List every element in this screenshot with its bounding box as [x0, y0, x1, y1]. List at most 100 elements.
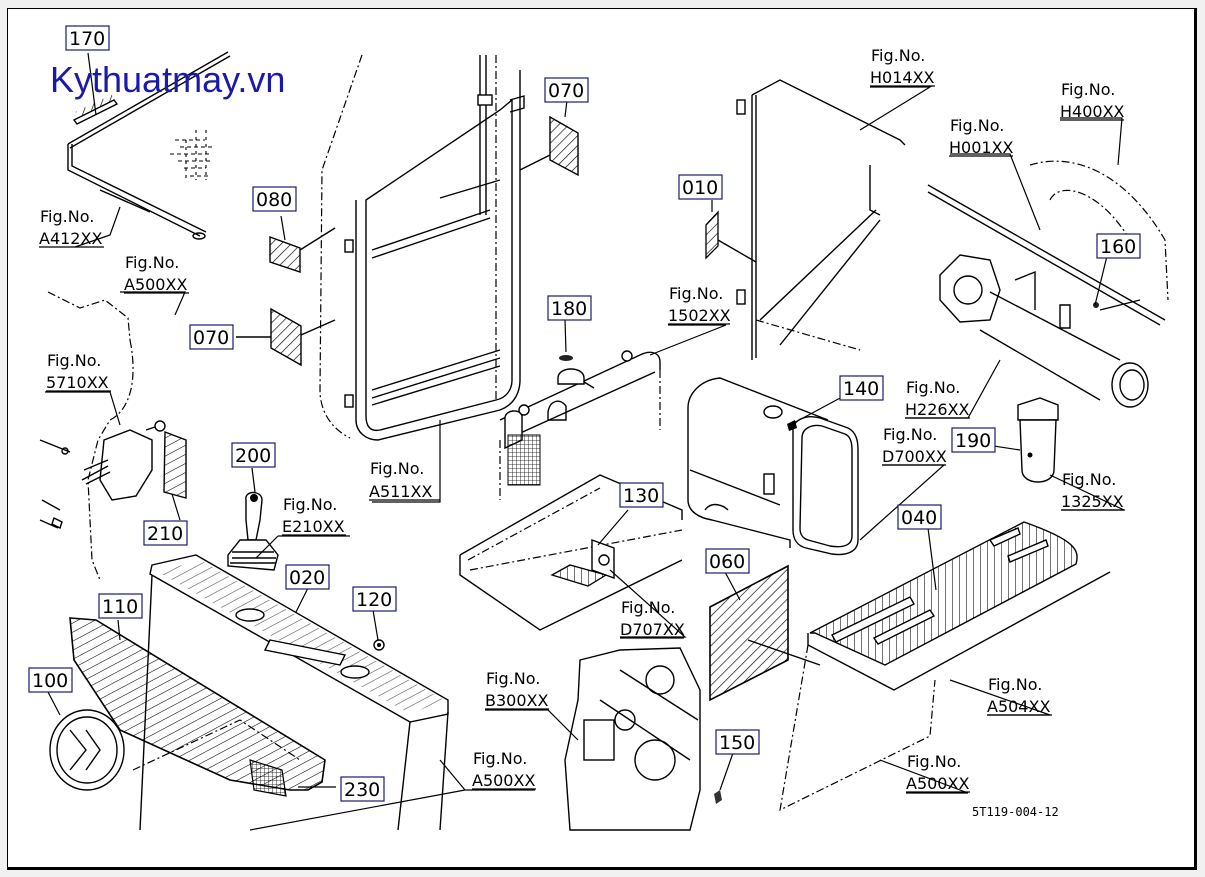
part-callout-190[interactable]: 190	[951, 427, 996, 453]
fig-code: A500XX	[472, 771, 535, 790]
part-code: 210	[147, 523, 183, 545]
part-code: 130	[623, 485, 659, 507]
fig-ref-A412XX[interactable]: Fig.No. A412XX	[39, 207, 102, 248]
part-code: 010	[682, 177, 718, 199]
part-callout-140[interactable]: 140	[839, 375, 884, 401]
fig-prefix: Fig.No.	[125, 253, 179, 272]
fig-code: 5710XX	[46, 373, 109, 392]
fig-ref-A500XX-mid[interactable]: Fig.No. A500XX	[472, 749, 535, 790]
part-callout-100[interactable]: 100	[28, 667, 73, 693]
part-code: 150	[719, 732, 755, 754]
fig-code: E210XX	[282, 517, 345, 536]
fig-prefix: Fig.No.	[669, 284, 723, 303]
fig-code: H001XX	[949, 138, 1014, 157]
fig-code: H014XX	[870, 68, 935, 87]
fig-code: D700XX	[882, 447, 947, 466]
radiator-drawing	[499, 350, 661, 500]
fig-ref-D707XX[interactable]: Fig.No. D707XX	[620, 598, 685, 639]
fig-ref-5710XX[interactable]: Fig.No. 5710XX	[46, 351, 109, 392]
fig-code: H226XX	[905, 400, 970, 419]
fig-code: B300XX	[485, 691, 548, 710]
part-callout-070-left[interactable]: 070	[189, 324, 234, 350]
part-callout-160[interactable]: 160	[1096, 233, 1141, 259]
part-code: 080	[256, 189, 292, 211]
part-callout-070-top[interactable]: 070	[544, 77, 589, 103]
fig-ref-H001XX[interactable]: Fig.No. H001XX	[949, 116, 1014, 157]
part-code: 140	[843, 378, 879, 400]
part-callout-170[interactable]: 170	[65, 25, 110, 51]
fig-prefix: Fig.No.	[486, 669, 540, 688]
side-cover-drawing	[39, 291, 187, 581]
part-callout-040[interactable]: 040	[897, 504, 942, 530]
fig-ref-H400XX[interactable]: Fig.No. H400XX	[1060, 80, 1125, 121]
front-panel-drawing	[139, 554, 449, 831]
fig-prefix: Fig.No.	[871, 46, 925, 65]
fig-prefix: Fig.No.	[47, 351, 101, 370]
fig-ref-A500XX-right[interactable]: Fig.No. A500XX	[906, 752, 969, 793]
part-callout-110[interactable]: 110	[98, 593, 143, 619]
fig-code: A500XX	[124, 275, 187, 294]
fig-code: A511XX	[369, 482, 432, 501]
fig-ref-underlines	[39, 85, 1125, 793]
part-callout-080[interactable]: 080	[252, 186, 297, 212]
fig-prefix: Fig.No.	[907, 752, 961, 771]
fig-prefix: Fig.No.	[40, 207, 94, 226]
emblem-drawing	[49, 709, 125, 791]
part-code: 190	[955, 430, 991, 452]
fig-ref-D700XX[interactable]: Fig.No. D700XX	[882, 425, 947, 466]
part-callout-120[interactable]: 120	[352, 586, 397, 612]
part-code: 070	[548, 80, 584, 102]
part-callout-060[interactable]: 060	[705, 548, 750, 574]
part-callout-210[interactable]: 210	[143, 520, 188, 546]
part-callout-230[interactable]: 230	[340, 776, 385, 802]
fig-ref-1502XX[interactable]: Fig.No. 1502XX	[668, 284, 731, 325]
decal-080	[269, 227, 336, 273]
fuel-filter-drawing	[1017, 397, 1059, 483]
part-code: 100	[32, 670, 68, 692]
part-callout-180[interactable]: 180	[547, 295, 592, 321]
fig-ref-A511XX[interactable]: Fig.No. A511XX	[369, 459, 432, 501]
part-code: 200	[235, 445, 271, 467]
part-code: 230	[344, 779, 380, 801]
part-code: 170	[69, 28, 105, 50]
fig-ref-A500XX-top[interactable]: Fig.No. A500XX	[124, 253, 187, 294]
part-callout-020[interactable]: 020	[285, 564, 330, 590]
fig-ref-1325XX[interactable]: Fig.No. 1325XX	[1061, 470, 1124, 511]
fan-shroud-drawing	[705, 79, 906, 360]
fig-ref-E210XX[interactable]: Fig.No. E210XX	[282, 495, 345, 536]
fig-prefix: Fig.No.	[883, 425, 937, 444]
fig-code: A500XX	[906, 774, 969, 793]
fig-ref-H226XX[interactable]: Fig.No. H226XX	[905, 378, 970, 419]
part-code: 120	[356, 589, 392, 611]
fig-ref-B300XX[interactable]: Fig.No. B300XX	[485, 669, 548, 710]
part-code: 070	[193, 327, 229, 349]
fig-ref-H014XX[interactable]: Fig.No. H014XX	[870, 46, 935, 87]
shift-lever-drawing	[227, 491, 279, 571]
fig-code: 1325XX	[1061, 492, 1124, 511]
fig-prefix: Fig.No.	[473, 749, 527, 768]
fig-prefix: Fig.No.	[950, 116, 1004, 135]
fig-ref-A504XX[interactable]: Fig.No. A504XX	[987, 675, 1050, 716]
part-callout-010[interactable]: 010	[678, 174, 723, 200]
drawing-number: 5T119-004-12	[972, 805, 1059, 819]
fig-prefix: Fig.No.	[988, 675, 1042, 694]
fig-code: D707XX	[620, 620, 685, 639]
part-callout-150[interactable]: 150	[715, 729, 760, 755]
fig-code: 1502XX	[668, 306, 731, 325]
fig-prefix: Fig.No.	[370, 459, 424, 478]
fig-prefix: Fig.No.	[621, 598, 675, 617]
fig-code: A412XX	[39, 229, 102, 248]
part-code: 110	[102, 596, 138, 618]
fig-prefix: Fig.No.	[283, 495, 337, 514]
part-code: 160	[1100, 236, 1136, 258]
part-callout-200[interactable]: 200	[231, 442, 276, 468]
part-callout-130[interactable]: 130	[619, 482, 664, 508]
part-code: 060	[709, 551, 745, 573]
fig-code: A504XX	[987, 697, 1050, 716]
decal-070-top	[519, 115, 579, 177]
part-code: 180	[551, 298, 587, 320]
fig-code: H400XX	[1060, 102, 1125, 121]
part-code: 020	[289, 567, 325, 589]
watermark-logo: Kythuatmay.vn	[50, 59, 285, 100]
